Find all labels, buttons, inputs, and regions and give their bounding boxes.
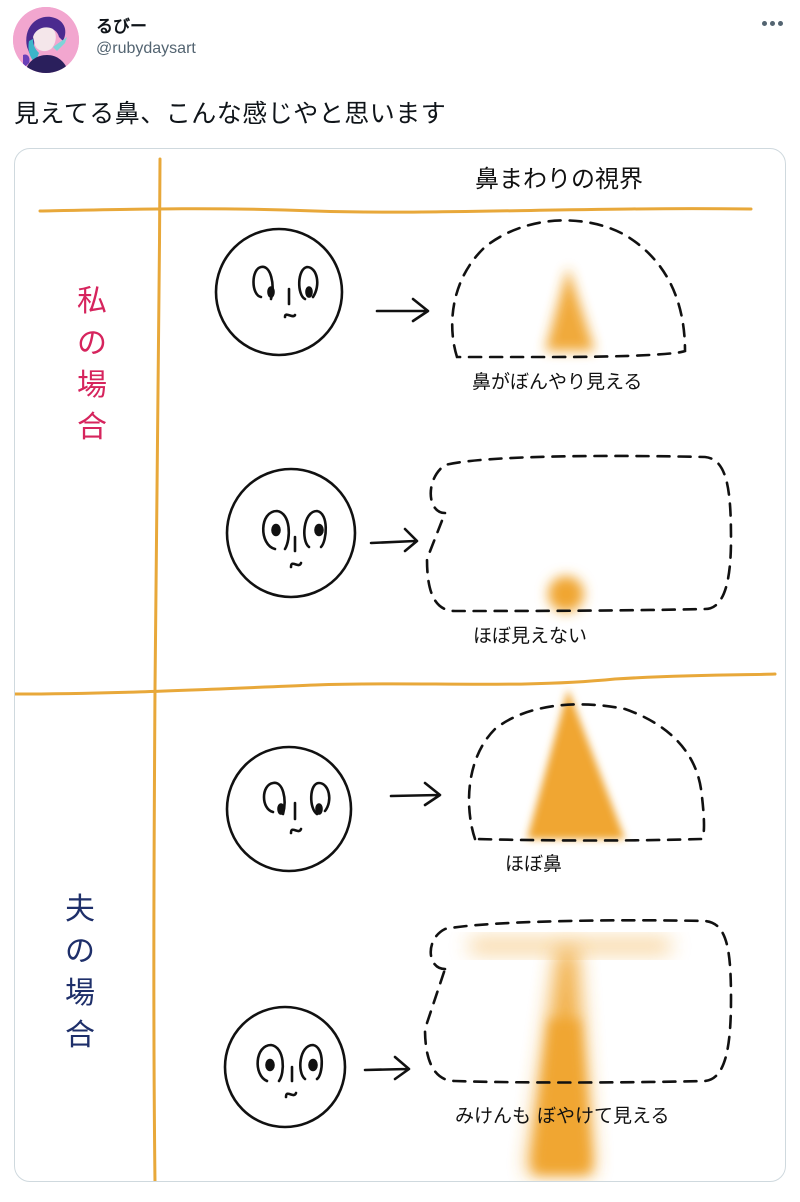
section-label-husband: 夫 の 場 合	[65, 889, 95, 1057]
label-char: 合	[65, 1018, 95, 1053]
face-3	[225, 745, 353, 873]
column-title: 鼻まわりの視界	[475, 165, 643, 193]
author-handle[interactable]: @rubydaysart	[96, 40, 196, 57]
label-char: 夫	[65, 892, 95, 927]
more-horizontal-icon	[761, 20, 767, 26]
section-label-mine: 私 の 場 合	[77, 281, 107, 449]
nose-blurs	[470, 267, 670, 1173]
author-display-name[interactable]: るびー	[96, 17, 147, 37]
more-dot	[769, 20, 775, 26]
label-char: の	[65, 934, 95, 969]
label-char: の	[77, 326, 107, 361]
illustration-drawing	[15, 157, 777, 1181]
label-char: 場	[65, 976, 95, 1011]
tweet-media-image[interactable]: 鼻まわりの視界 私 の 場 合 夫 の 場 合 鼻がぼんやり見える ほぼ見えない…	[14, 148, 786, 1182]
more-dot	[777, 20, 783, 26]
grid-lines	[15, 157, 777, 1181]
more-options-button[interactable]	[752, 8, 792, 38]
label-char: 合	[77, 410, 107, 445]
tweet-text: 見えてる鼻、こんな感じやと思います	[14, 99, 447, 128]
label-char: 場	[77, 368, 107, 403]
caption-row-1: 鼻がぼんやり見える	[472, 371, 643, 393]
vision-outlines	[423, 219, 733, 1084]
caption-row-2: ほぼ見えない	[473, 625, 588, 647]
avatar-illustration-icon	[13, 7, 79, 73]
caption-row-4: みけんも ぼやけて見える	[455, 1105, 670, 1127]
tweet-header: るびー @rubydaysart	[0, 0, 800, 80]
face-1	[214, 227, 344, 357]
label-char: 私	[77, 284, 107, 319]
caption-row-3: ほぼ鼻	[505, 853, 563, 875]
face-4	[223, 1005, 347, 1129]
face-2	[225, 467, 357, 599]
arrows	[363, 297, 442, 1081]
avatar[interactable]	[13, 7, 79, 73]
